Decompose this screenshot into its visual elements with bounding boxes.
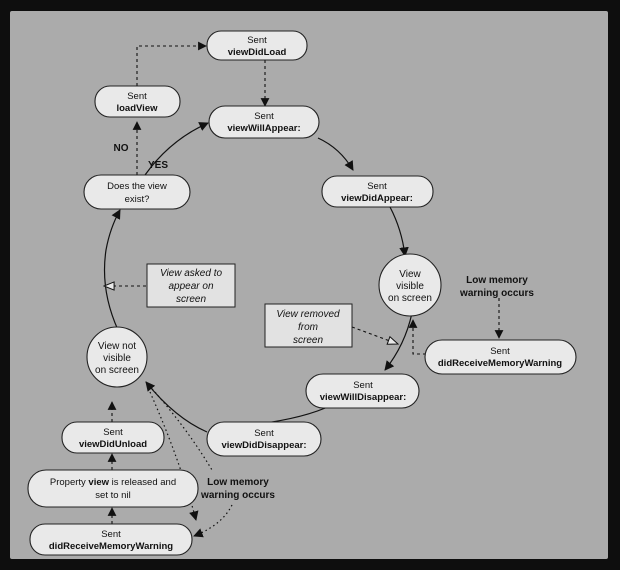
memory-warning-bottom-line2: warning occurs: [200, 490, 275, 501]
node-view-did-unload-sent: Sent: [103, 427, 123, 438]
node-load-view: Sent loadView: [94, 85, 181, 118]
note-view-appear: View asked to appear on screen: [146, 263, 236, 308]
node-memory-warning-bottom-box: [29, 523, 193, 556]
node-view-did-disappear-sent: Sent: [254, 428, 274, 439]
memory-warning-bottom: Low memory warning occurs: [200, 477, 275, 501]
node-load-view-method: loadView: [116, 103, 158, 114]
note-view-appear-line1: View asked to: [160, 268, 223, 279]
node-view-did-unload: Sent viewDidUnload: [61, 421, 165, 454]
state-view-visible-line3: on screen: [388, 293, 432, 304]
note-view-appear-line3: screen: [176, 294, 206, 305]
node-load-view-box: [94, 85, 181, 118]
arc-will-appear-to-did-appear: [317, 137, 354, 171]
node-view-exists-line2: exist?: [125, 194, 150, 205]
arrow-memory-warning-bottom-to-sent: [193, 504, 233, 538]
note-view-removed: View removed from screen: [264, 303, 353, 348]
arrow-not-visible-to-sent-bottom: [149, 391, 199, 521]
state-view-not-visible-circle: [86, 326, 148, 388]
node-memory-warning-bottom-method: didReceiveMemoryWarning: [49, 541, 173, 552]
memory-warning-right: Low memory warning occurs: [459, 275, 534, 299]
state-view-not-visible-line2: visible: [103, 353, 131, 364]
node-view-did-appear-method: viewDidAppear:: [341, 193, 413, 204]
state-view-visible-circle: [378, 253, 442, 317]
note-view-removed-line2: from: [298, 322, 318, 333]
state-view-not-visible-line3: on screen: [95, 365, 139, 376]
node-view-will-appear-sent: Sent: [254, 111, 274, 122]
node-view-will-appear: Sent viewWillAppear:: [208, 105, 320, 139]
node-property-released: Property view is released and set to nil: [27, 469, 199, 508]
node-view-did-unload-box: [61, 421, 165, 454]
arrow-note-removed-to-circle: [351, 326, 398, 344]
note-view-removed-line1: View removed: [276, 309, 340, 320]
node-property-released-line2: set to nil: [95, 490, 130, 501]
node-view-did-load-box: [206, 30, 308, 61]
state-view-not-visible: View not visible on screen: [86, 326, 148, 388]
node-view-will-appear-box: [208, 105, 320, 139]
label-no: NO: [114, 143, 129, 154]
state-view-visible-line2: visible: [396, 281, 424, 292]
arc-decision-yes-to-will-appear: [144, 122, 209, 176]
arrow-sent-memory-warning-to-visible: [408, 319, 426, 355]
node-memory-warning-right-method: didReceiveMemoryWarning: [438, 358, 562, 369]
node-view-exists-decision: Does the view exist?: [83, 174, 191, 210]
node-view-will-appear-method: viewWillAppear:: [227, 123, 300, 134]
node-memory-warning-bottom-sent: Sent: [101, 529, 121, 540]
note-view-removed-box: [264, 303, 353, 348]
property-suffix: is released and: [109, 477, 176, 488]
arc-did-disappear-to-not-visible: [145, 381, 208, 433]
node-view-will-disappear-sent: Sent: [353, 380, 373, 391]
memory-warning-right-line1: Low memory: [466, 275, 528, 286]
node-view-did-load-sent: Sent: [247, 35, 267, 46]
node-memory-warning-right-sent: Sent: [490, 346, 510, 357]
state-view-visible: View visible on screen: [378, 253, 442, 317]
property-name: view: [88, 477, 109, 488]
node-view-did-appear-sent: Sent: [367, 181, 387, 192]
dashed-connectors: [104, 41, 504, 538]
node-view-did-disappear-method: viewDidDisappear:: [222, 440, 307, 451]
node-view-did-unload-method: viewDidUnload: [79, 439, 147, 450]
node-view-did-load: Sent viewDidLoad: [206, 30, 308, 61]
property-prefix: Property: [50, 477, 89, 488]
arc-not-visible-to-decision: [103, 209, 121, 331]
memory-warning-right-line2: warning occurs: [459, 288, 534, 299]
node-load-view-sent: Sent: [127, 91, 147, 102]
arc-visible-to-will-disappear: [384, 312, 413, 371]
node-view-will-disappear-box: [305, 373, 420, 409]
note-view-appear-line2: appear on: [168, 281, 213, 292]
node-memory-warning-right-box: [424, 339, 577, 375]
node-property-released-line1: Property view is released and: [50, 477, 176, 488]
lifecycle-diagram: Sent viewDidLoad Sent loadView Sent view…: [27, 30, 577, 556]
node-memory-warning-right: Sent didReceiveMemoryWarning: [424, 339, 577, 375]
arc-did-appear-to-visible: [389, 206, 409, 257]
node-view-did-appear-box: [321, 175, 434, 208]
node-property-released-box: [27, 469, 199, 508]
diagram-panel: Sent viewDidLoad Sent loadView Sent view…: [10, 11, 608, 559]
state-view-not-visible-line1: View not: [98, 341, 136, 352]
node-view-will-disappear: Sent viewWillDisappear:: [305, 373, 420, 409]
node-view-did-load-method: viewDidLoad: [228, 47, 287, 58]
note-view-appear-box: [146, 263, 236, 308]
state-view-visible-line1: View: [399, 269, 421, 280]
node-memory-warning-bottom: Sent didReceiveMemoryWarning: [29, 523, 193, 556]
label-yes: YES: [148, 160, 168, 171]
arrow-load-view-to-view-did-load: [136, 41, 207, 86]
node-view-did-appear: Sent viewDidAppear:: [321, 175, 434, 208]
node-view-exists-box: [83, 174, 191, 210]
note-view-removed-line3: screen: [293, 335, 323, 346]
node-view-exists-line1: Does the view: [107, 181, 167, 192]
node-view-did-disappear: Sent viewDidDisappear:: [206, 421, 322, 457]
memory-warning-bottom-line1: Low memory: [207, 477, 269, 488]
node-view-did-disappear-box: [206, 421, 322, 457]
node-view-will-disappear-method: viewWillDisappear:: [320, 392, 407, 403]
